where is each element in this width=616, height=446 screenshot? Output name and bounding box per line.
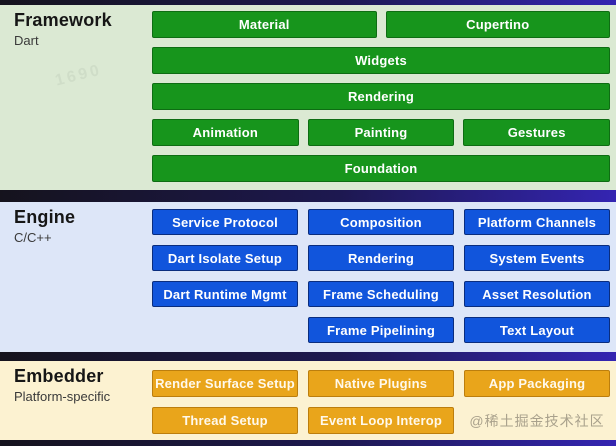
framework-layer: Framework Dart 1690 Material Cupertino W… — [0, 5, 616, 190]
framework-row-5: Foundation — [152, 155, 610, 182]
node-platform-channels: Platform Channels — [464, 209, 610, 235]
engine-grid: Service Protocol Composition Platform Ch… — [152, 209, 610, 343]
node-service-protocol: Service Protocol — [152, 209, 298, 235]
embedder-subtitle: Platform-specific — [14, 389, 111, 404]
node-text-layout: Text Layout — [464, 317, 610, 343]
framework-engine-divider — [0, 190, 616, 202]
engine-title: Engine — [14, 207, 76, 227]
juejin-watermark-credit: @稀土掘金技术社区 — [469, 412, 605, 429]
engine-grid-spacer — [152, 317, 298, 343]
framework-title: Framework — [14, 10, 112, 30]
top-border-band — [0, 0, 616, 5]
node-composition: Composition — [308, 209, 454, 235]
node-foundation: Foundation — [152, 155, 610, 182]
node-frame-scheduling: Frame Scheduling — [308, 281, 454, 307]
faint-watermark: 1690 — [53, 61, 104, 90]
node-rendering-engine: Rendering — [308, 245, 454, 271]
node-cupertino: Cupertino — [385, 11, 610, 38]
node-dart-runtime-mgmt: Dart Runtime Mgmt — [152, 281, 298, 307]
node-render-surface-setup: Render Surface Setup — [152, 370, 298, 397]
embedder-grid: Render Surface Setup Native Plugins App … — [152, 370, 610, 434]
node-dart-isolate-setup: Dart Isolate Setup — [152, 245, 298, 271]
engine-embedder-divider — [0, 352, 616, 361]
engine-subtitle: C/C++ — [14, 230, 52, 245]
node-native-plugins: Native Plugins — [308, 370, 454, 397]
framework-label: Framework Dart — [14, 10, 112, 48]
framework-grid: Material Cupertino Widgets Rendering Ani… — [152, 11, 611, 182]
framework-row-3: Rendering — [152, 83, 610, 110]
engine-layer: Engine C/C++ 1690 Service Protocol Compo… — [0, 202, 616, 352]
node-widgets: Widgets — [152, 47, 610, 74]
embedder-title: Embedder — [14, 366, 104, 386]
node-painting: Painting — [307, 119, 455, 146]
embedder-layer: Embedder Platform-specific Render Surfac… — [0, 361, 616, 440]
framework-row-2: Widgets — [152, 47, 610, 74]
node-app-packaging: App Packaging — [464, 370, 610, 397]
framework-row-1: Material Cupertino — [152, 11, 610, 38]
node-event-loop-interop: Event Loop Interop — [308, 407, 454, 434]
node-frame-pipelining: Frame Pipelining — [308, 317, 454, 343]
bottom-border-band — [0, 440, 616, 446]
node-gestures: Gestures — [463, 119, 611, 146]
framework-row-4: Animation Painting Gestures — [152, 119, 611, 146]
framework-subtitle: Dart — [14, 33, 39, 48]
engine-label: Engine C/C++ — [14, 207, 75, 245]
node-animation: Animation — [152, 119, 299, 146]
node-asset-resolution: Asset Resolution — [464, 281, 610, 307]
node-rendering-framework: Rendering — [152, 83, 610, 110]
embedder-label: Embedder Platform-specific — [14, 366, 110, 404]
node-material: Material — [152, 11, 377, 38]
node-thread-setup: Thread Setup — [152, 407, 298, 434]
node-system-events: System Events — [464, 245, 610, 271]
